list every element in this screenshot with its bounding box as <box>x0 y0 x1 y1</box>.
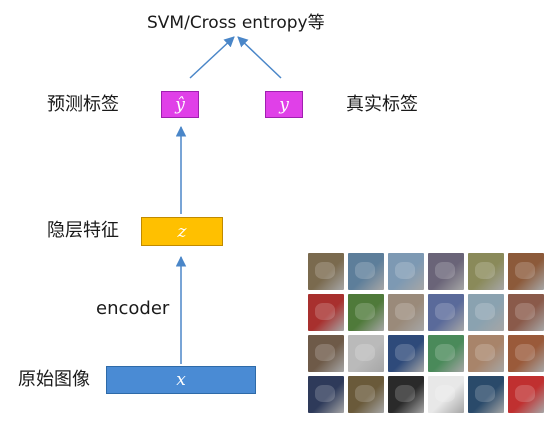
sample-image-tile <box>308 253 344 290</box>
sample-image-tile <box>388 294 424 331</box>
loss-label: SVM/Cross entropy等 <box>147 13 325 33</box>
truth-box: y <box>265 91 303 118</box>
sample-image-tile <box>508 376 544 413</box>
sample-image-tile <box>348 335 384 372</box>
arrow-pred-to-loss <box>189 36 235 79</box>
sample-image-tile <box>388 376 424 413</box>
sample-image-tile <box>388 335 424 372</box>
sample-image-tile <box>508 294 544 331</box>
encoder-label: encoder <box>96 298 170 319</box>
input-label: 原始图像 <box>18 369 90 390</box>
sample-image-tile <box>508 253 544 290</box>
sample-image-tile <box>428 335 464 372</box>
hidden-symbol: z <box>177 221 187 242</box>
sample-image-tile <box>428 376 464 413</box>
sample-image-tile <box>388 253 424 290</box>
sample-image-tile <box>348 253 384 290</box>
sample-image-tile <box>428 253 464 290</box>
predicted-box: ŷ <box>161 91 199 118</box>
predicted-label: 预测标签 <box>47 94 119 115</box>
arrow-truth-to-loss <box>237 36 282 79</box>
sample-image-tile <box>468 376 504 413</box>
sample-image-tile <box>428 294 464 331</box>
hidden-label: 隐层特征 <box>47 220 119 241</box>
truth-label: 真实标签 <box>346 94 418 115</box>
sample-image-tile <box>308 335 344 372</box>
input-box: x <box>106 366 256 394</box>
sample-image-tile <box>348 294 384 331</box>
sample-image-grid <box>308 253 544 413</box>
sample-image-tile <box>468 253 504 290</box>
sample-image-tile <box>308 376 344 413</box>
sample-image-tile <box>308 294 344 331</box>
sample-image-tile <box>468 294 504 331</box>
predicted-symbol: ŷ <box>175 94 185 115</box>
sample-image-tile <box>508 335 544 372</box>
input-symbol: x <box>176 370 186 390</box>
truth-symbol: y <box>279 94 289 115</box>
hidden-box: z <box>141 217 223 246</box>
sample-image-tile <box>468 335 504 372</box>
sample-image-tile <box>348 376 384 413</box>
